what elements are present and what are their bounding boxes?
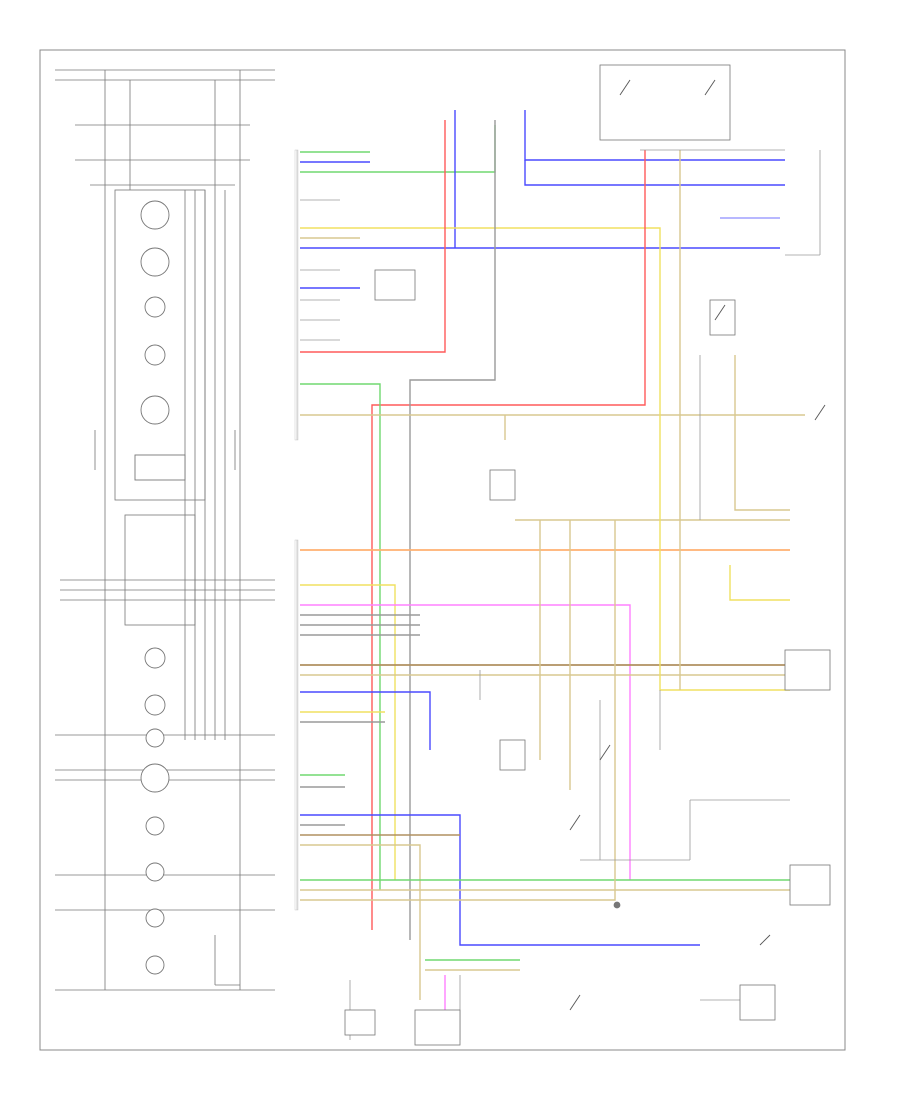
- wire-yellow: [729, 565, 790, 601]
- connector-icon: [344, 1009, 376, 1036]
- generator-icon: [374, 269, 416, 301]
- indicator-lamp-icon: [145, 908, 165, 928]
- gauge-icon: [140, 200, 170, 230]
- ground-block-icon: [414, 1009, 461, 1046]
- wire-red: [371, 150, 646, 930]
- wire-tan: [734, 355, 790, 511]
- ground-icon: [613, 901, 621, 909]
- gauge-icon: [140, 395, 170, 425]
- wire-blue: [524, 160, 785, 186]
- wire-tan: [300, 520, 616, 901]
- oil-pressure-switch-icon: [739, 984, 776, 1021]
- components: [344, 64, 831, 1046]
- indicator-lamp-icon: [145, 955, 165, 975]
- wire-green: [300, 383, 381, 890]
- indicator-lamp-icon: [145, 728, 165, 748]
- wire-green: [300, 125, 496, 173]
- wire-yellow: [300, 227, 661, 245]
- switch-block-icon: [599, 64, 731, 141]
- switch-icon: [709, 299, 736, 336]
- display-icon: [134, 454, 186, 481]
- wire-blue: [300, 691, 431, 750]
- relay-icon: [499, 739, 526, 771]
- wire-yellow: [300, 584, 396, 880]
- wires: [300, 110, 805, 1010]
- wire-pink: [300, 604, 631, 880]
- diagram-frame: [39, 49, 846, 1051]
- indicator-lamp-icon: [144, 694, 166, 716]
- indicator-lamp-icon: [144, 344, 166, 366]
- sensor-icon: [789, 864, 831, 906]
- brake-switch-icon: [489, 469, 516, 501]
- wire-gray: [409, 120, 496, 940]
- sensor-icon: [784, 649, 831, 691]
- indicator-lamp-icon: [144, 296, 166, 318]
- gauge-icon: [140, 763, 170, 793]
- switch-symbols: [569, 79, 826, 1011]
- cluster-gauges: [134, 200, 186, 975]
- indicator-lamp-icon: [144, 647, 166, 669]
- indicator-lamp-icon: [145, 816, 165, 836]
- gauge-icon: [140, 247, 170, 277]
- wire-tan: [300, 844, 421, 1000]
- indicator-lamp-icon: [145, 862, 165, 882]
- connector-pins: [294, 149, 299, 911]
- wire-red: [300, 120, 446, 353]
- ground-wires: [300, 149, 821, 1040]
